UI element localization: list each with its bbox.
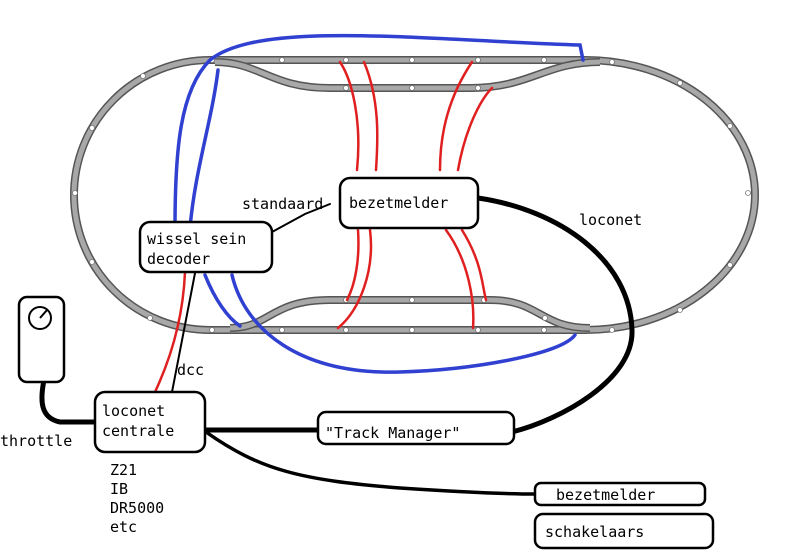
centrale-type-item: IB bbox=[110, 480, 128, 498]
dcc-label: dcc bbox=[177, 361, 204, 379]
bezetmelder-center-box: bezetmelder bbox=[338, 176, 480, 230]
top-siding-track bbox=[214, 58, 601, 92]
bottom-siding-track bbox=[229, 296, 591, 332]
bezetmelder-right-box: bezetmelder bbox=[533, 481, 707, 507]
centrale-type-item: DR5000 bbox=[110, 499, 164, 517]
track-manager-box: "Track Manager" bbox=[316, 410, 516, 446]
red-wires bbox=[153, 60, 494, 394]
centrale-types-list: Z21 IB DR5000 etc bbox=[110, 461, 164, 536]
centrale-box: loconet centrale bbox=[93, 390, 207, 454]
outer-track-loop bbox=[70, 56, 759, 334]
decoder-box: wissel sein decoder bbox=[138, 220, 274, 274]
decoder-label-line1: wissel sein bbox=[147, 230, 246, 248]
centrale-type-item: etc bbox=[110, 518, 137, 536]
track-joints bbox=[72, 57, 751, 333]
schakelaars-label: schakelaars bbox=[545, 523, 644, 541]
throttle-label: throttle bbox=[0, 432, 72, 450]
decoder-label-line2: decoder bbox=[147, 250, 210, 268]
bezetmelder-right-label: bezetmelder bbox=[556, 486, 655, 504]
schakelaars-box: schakelaars bbox=[533, 512, 715, 550]
throttle-knob-icon bbox=[17, 295, 66, 384]
centrale-label-line2: centrale bbox=[102, 422, 174, 440]
centrale-type-item: Z21 bbox=[110, 461, 137, 479]
track-manager-label: "Track Manager" bbox=[325, 424, 460, 442]
centrale-label-line1: loconet bbox=[102, 402, 165, 420]
blue-wires bbox=[173, 33, 585, 374]
loconet-wires bbox=[39, 195, 635, 496]
loconet-label: loconet bbox=[579, 211, 642, 229]
track-layout bbox=[70, 56, 759, 334]
standaard-label: standaard bbox=[242, 195, 323, 213]
bezetmelder-center-label: bezetmelder bbox=[349, 194, 448, 212]
